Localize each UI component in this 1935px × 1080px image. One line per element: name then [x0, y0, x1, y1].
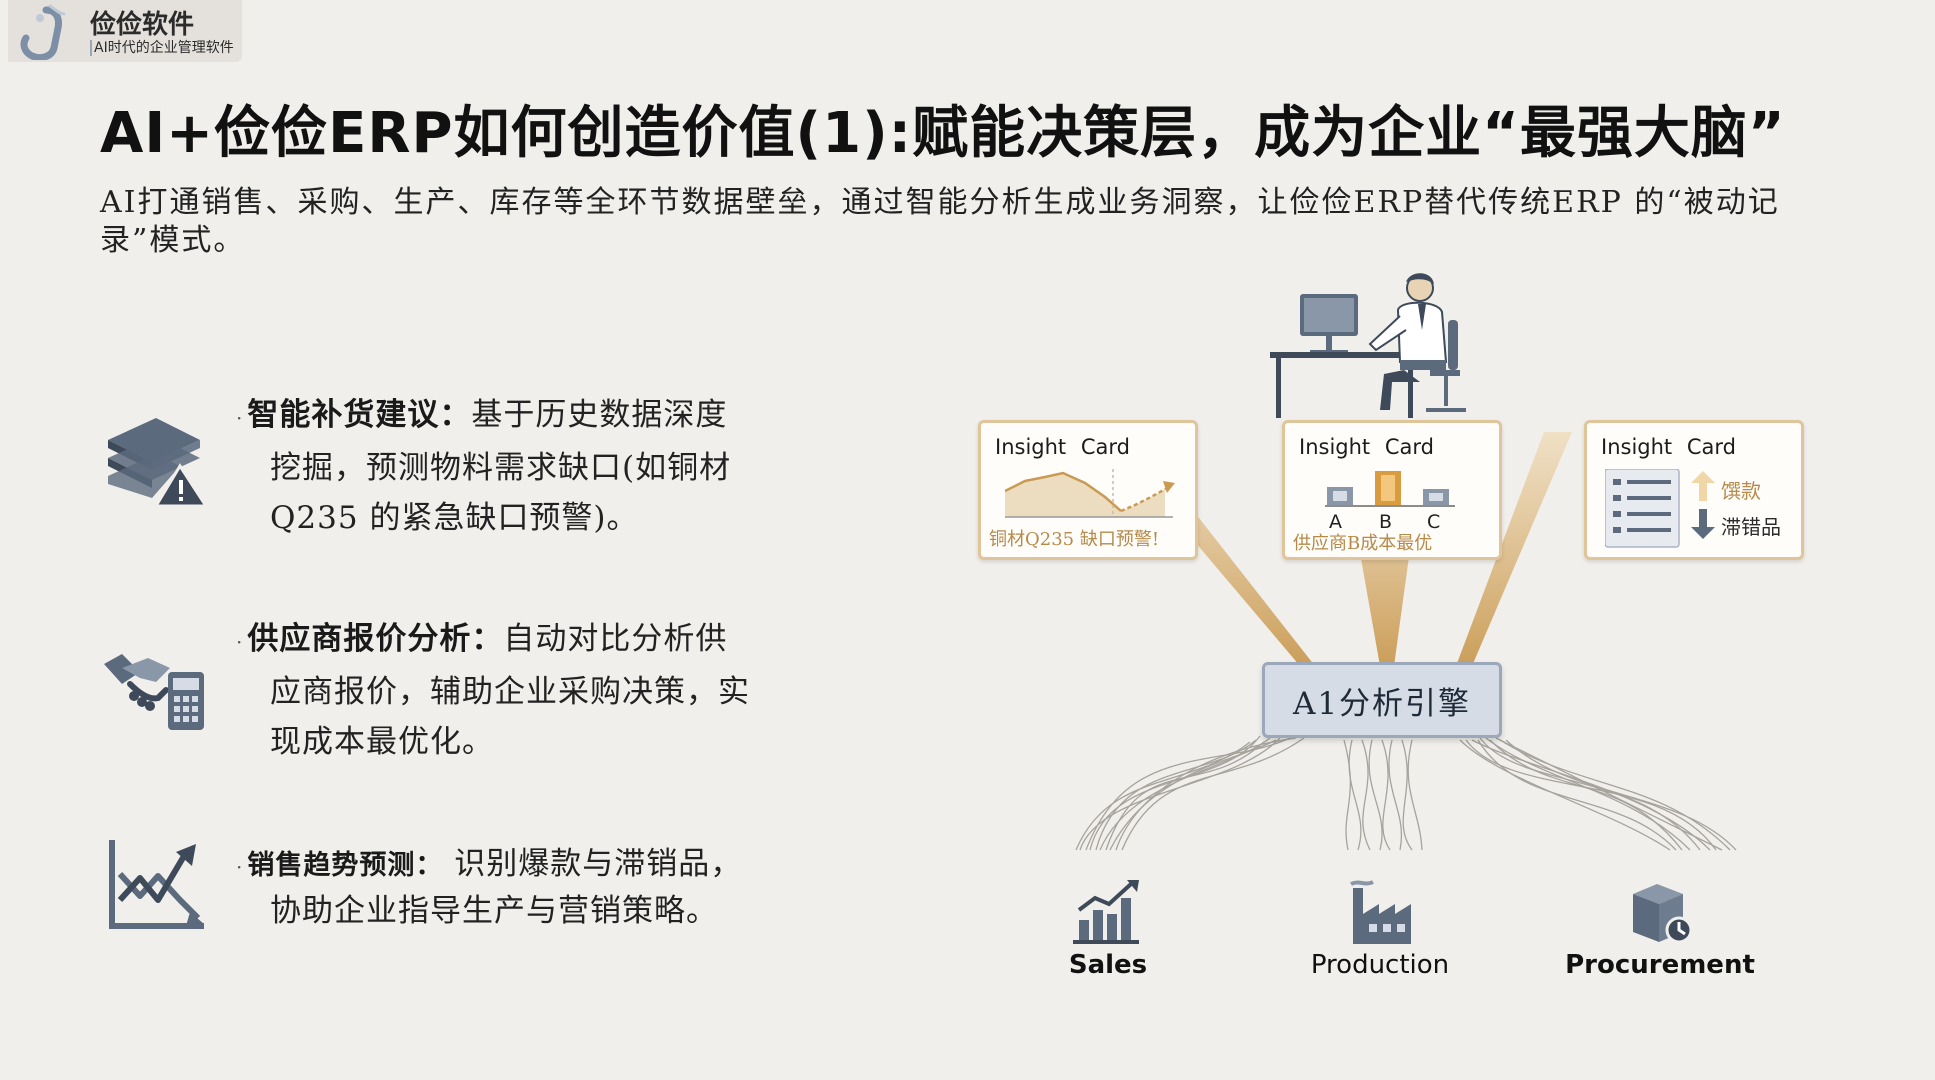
feature-item-supplier-quote: ·供应商报价分析：自动对比分析供 应商报价，辅助企业采购决策，实 现成本最优化。: [100, 614, 780, 774]
feature-text-replenishment: ·智能补货建议：基于历史数据深度 挖掘，预测物料需求缺口(如铜材 Q235 的紧…: [236, 390, 876, 543]
bar-compare-icon: [1325, 471, 1455, 507]
card-title: Insight Card: [1601, 435, 1736, 459]
feature-item-sales-trend: ·销售趋势预测： 识别爆款与滞销品， 协助企业指导生产与营销策略。: [100, 840, 780, 952]
dept-label: Production: [1310, 950, 1450, 980]
logo-name: 俭俭软件: [90, 10, 195, 40]
logo-mark-icon: [20, 4, 66, 60]
beam-right: [1456, 432, 1572, 666]
feature-body-line: 挖掘，预测物料需求缺口(如铜材: [270, 450, 732, 486]
ai-engine-box[interactable]: A1分析引擎: [1262, 662, 1502, 738]
handshake-calculator-icon: [104, 654, 204, 730]
dept-sales[interactable]: Sales: [1008, 880, 1208, 980]
wire-bundle-left: [1075, 735, 1305, 851]
bar-label: B: [1379, 511, 1393, 533]
feature-body-line: 应商报价，辅助企业采购决策，实: [270, 674, 750, 710]
list-icon: [1605, 469, 1680, 548]
trend-line-icon: [1005, 469, 1175, 518]
feature-title: 智能补货建议：: [247, 397, 472, 433]
wire-bundle-right: [1459, 737, 1737, 851]
feature-title: 供应商报价分析：: [247, 621, 504, 657]
bar-label: A: [1329, 511, 1342, 533]
feature-body-line: 协助企业指导生产与营销策略。: [270, 893, 718, 929]
insight-card-products[interactable]: Insight Card 馔款 滞错品: [1584, 420, 1804, 560]
feature-text-supplier-quote: ·供应商报价分析：自动对比分析供 应商报价，辅助企业采购决策，实 现成本最优化。: [236, 614, 876, 767]
arrow-down-icon: [1691, 509, 1715, 539]
dept-procurement[interactable]: Procurement: [1560, 880, 1760, 980]
factory-icon: [1350, 880, 1411, 944]
feature-text-sales-trend: ·销售趋势预测： 识别爆款与滞销品， 协助企业指导生产与营销策略。: [236, 842, 876, 933]
hot-item-label: 馔款: [1721, 479, 1761, 503]
dept-label: Sales: [1068, 950, 1148, 980]
insight-card-shortage[interactable]: Insight Card 铜材Q235 缺口预警!: [978, 420, 1198, 560]
bar-label: C: [1427, 511, 1441, 533]
package-icon: [1633, 884, 1693, 944]
insight-card-supplier[interactable]: Insight Card A B C 供应商B成本最优: [1282, 420, 1502, 560]
stacked-materials-warning-icon: [108, 418, 209, 508]
person-at-desk-icon: [1270, 273, 1466, 418]
wire-bundle-center: [1343, 739, 1423, 851]
card-footer: 供应商B成本最优: [1293, 533, 1433, 554]
page-subtitle: AI打通销售、采购、生产、库存等全环节数据壁垒，通过智能分析生成业务洞察，让俭俭…: [100, 185, 1780, 258]
feature-body-line: 识别爆款与滞销品，: [443, 846, 743, 882]
company-logo: 俭俭软件 AI时代的企业管理软件: [8, 0, 242, 62]
slow-item-label: 滞错品: [1721, 515, 1781, 539]
dept-production[interactable]: Production: [1280, 880, 1480, 980]
sales-chart-icon: [1073, 880, 1139, 944]
feature-item-replenishment: ·智能补货建议：基于历史数据深度 挖掘，预测物料需求缺口(如铜材 Q235 的紧…: [100, 390, 780, 550]
feature-body-line: 自动对比分析供: [503, 621, 728, 657]
feature-body-line: 基于历史数据深度: [471, 397, 728, 433]
feature-title: 销售趋势预测：: [247, 850, 444, 881]
arrow-up-icon: [1691, 471, 1715, 501]
page-title: AI+俭俭ERP如何创造价值(1):赋能决策层，成为企业“最强大脑”: [100, 101, 1786, 166]
feature-body-line: Q235 的紧急缺口预警)。: [270, 500, 639, 536]
dept-label: Procurement: [1565, 950, 1755, 980]
trend-chart-icon: [109, 840, 204, 929]
card-footer: 铜材Q235 缺口预警!: [989, 529, 1160, 550]
logo-slogan: AI时代的企业管理软件: [90, 40, 234, 56]
ai-engine-diagram: Insight Card 铜材Q235 缺口预警! Insight Card A…: [960, 270, 1920, 1030]
card-title: Insight Card: [995, 435, 1130, 459]
card-title: Insight Card: [1299, 435, 1434, 459]
feature-body-line: 现成本最优化。: [270, 724, 494, 760]
